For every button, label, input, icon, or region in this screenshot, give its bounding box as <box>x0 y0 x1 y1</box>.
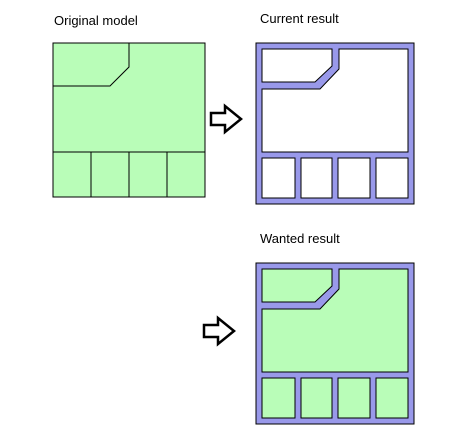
wanted-result-diagram <box>255 262 415 425</box>
wanted-room-cell-2 <box>300 377 333 419</box>
wanted-room-main <box>261 268 409 373</box>
original-model-diagram <box>52 42 206 198</box>
right-arrow-icon <box>209 103 243 135</box>
original-inner-partition <box>53 43 130 87</box>
current-result-diagram <box>255 42 415 205</box>
wanted-room-cell-3 <box>337 377 371 419</box>
right-arrow-icon <box>202 315 236 347</box>
wanted-room-cell-1 <box>261 377 296 419</box>
wanted-room-cell-4 <box>375 377 409 419</box>
current-wall-frame <box>255 42 415 205</box>
wanted-result-title: Wanted result <box>260 231 340 246</box>
original-model-title: Original model <box>54 13 138 28</box>
current-result-title: Current result <box>260 11 339 26</box>
wanted-room-top-left <box>261 268 333 303</box>
